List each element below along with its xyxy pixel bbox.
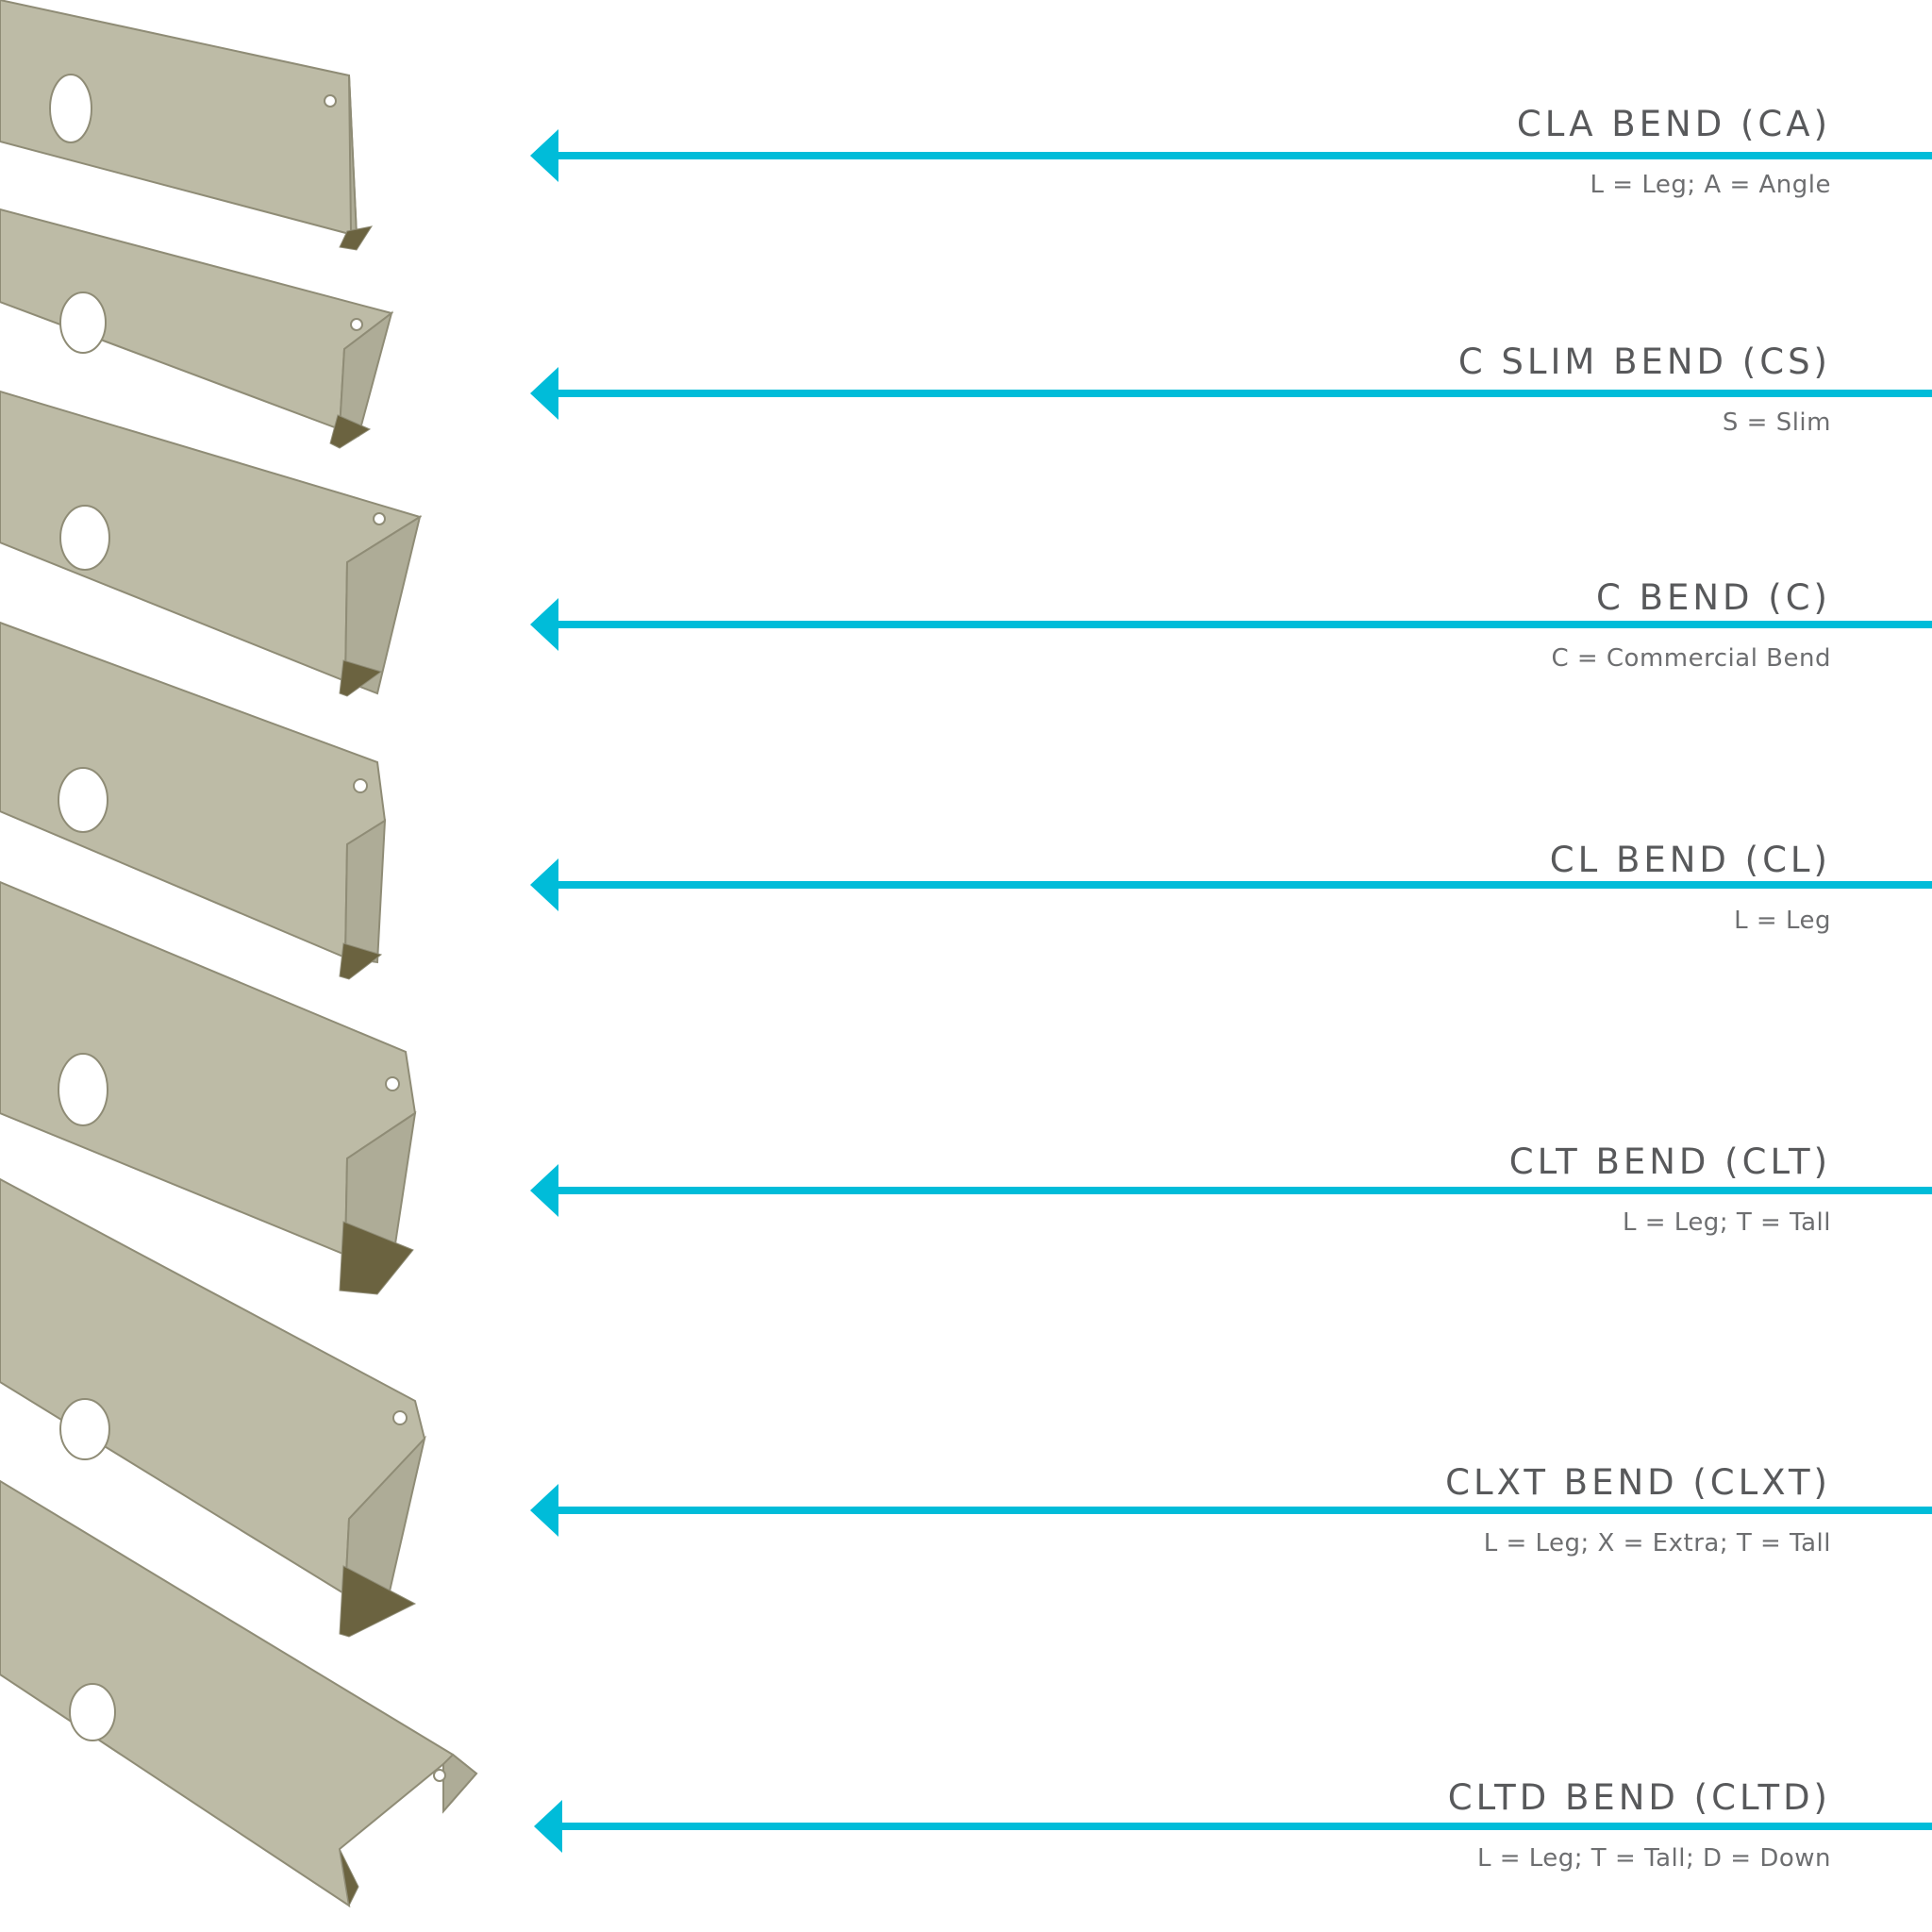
- bend-label-clt: CLT BEND (CLT) L = Leg; T = Tall: [1509, 1141, 1831, 1237]
- channel-face-cs: [0, 208, 394, 431]
- arrow-head: [534, 1800, 562, 1853]
- channel-hole-c: [59, 505, 110, 571]
- bend-title: CL BEND (CL): [1549, 840, 1831, 880]
- channel-foot-cl: [339, 942, 383, 980]
- bend-title: C BEND (C): [1596, 577, 1831, 618]
- channel-hole-cl: [58, 767, 108, 833]
- bend-subtitle: L = Leg; A = Angle: [1590, 171, 1831, 199]
- bend-title: CLXT BEND (CLXT): [1445, 1462, 1831, 1503]
- bend-label-c: C BEND (C) C = Commercial Bend: [1551, 577, 1831, 673]
- channel-screw-hole-clxt: [392, 1410, 408, 1425]
- bend-title: CLTD BEND (CLTD): [1447, 1777, 1831, 1818]
- bend-subtitle: L = Leg: [1734, 907, 1831, 935]
- channel-hole-clxt: [59, 1398, 110, 1460]
- channel-screw-hole-cltd: [433, 1769, 446, 1782]
- bend-subtitle: C = Commercial Bend: [1551, 644, 1831, 673]
- bend-subtitle: L = Leg; T = Tall: [1622, 1208, 1831, 1237]
- bend-subtitle: S = Slim: [1722, 408, 1831, 437]
- channel-lip-cla: [348, 75, 358, 239]
- channel-lip-cltd: [442, 1753, 478, 1814]
- channel-screw-hole-c: [373, 512, 386, 525]
- channel-screw-hole-cla: [324, 94, 337, 108]
- bend-title: C SLIM BEND (CS): [1457, 341, 1831, 382]
- arrow-head: [530, 1164, 558, 1217]
- channel-foot-clt: [339, 1221, 414, 1295]
- arrow-head: [530, 858, 558, 911]
- channel-foot-clxt: [339, 1565, 417, 1638]
- channel-screw-hole-cs: [350, 318, 363, 331]
- arrow-head: [530, 598, 558, 651]
- bend-title: CLT BEND (CLT): [1508, 1141, 1831, 1182]
- channel-screw-hole-cl: [353, 778, 368, 793]
- channel-hole-cla: [49, 74, 92, 143]
- bend-label-ca: CLA BEND (CA) L = Leg; A = Angle: [1517, 104, 1831, 199]
- channel-hole-clt: [58, 1053, 108, 1126]
- channel-foot-c: [339, 659, 383, 697]
- bend-label-cl: CL BEND (CL) L = Leg: [1550, 840, 1831, 935]
- channel-face-cltd: [0, 1479, 478, 1908]
- bend-label-clxt: CLXT BEND (CLXT) L = Leg; X = Extra; T =…: [1445, 1462, 1831, 1557]
- channel-foot-cltd: [339, 1848, 359, 1907]
- channel-hole-cltd: [69, 1683, 116, 1741]
- arrow-head: [530, 129, 558, 182]
- channel-foot-cs: [329, 414, 372, 449]
- channel-hole-cs: [59, 291, 107, 354]
- bend-subtitle: L = Leg; X = Extra; T = Tall: [1483, 1529, 1831, 1557]
- bend-title: CLA BEND (CA): [1516, 104, 1831, 144]
- bend-subtitle: L = Leg; T = Tall; D = Down: [1476, 1844, 1831, 1873]
- bend-label-cltd: CLTD BEND (CLTD) L = Leg; T = Tall; D = …: [1448, 1777, 1831, 1873]
- arrow-head: [530, 367, 558, 420]
- arrow-head: [530, 1484, 558, 1537]
- channel-screw-hole-clt: [385, 1076, 400, 1091]
- channel-lip-cl: [343, 819, 387, 964]
- bend-label-cs: C SLIM BEND (CS) S = Slim: [1458, 341, 1831, 437]
- channel-foot-cla: [339, 225, 374, 251]
